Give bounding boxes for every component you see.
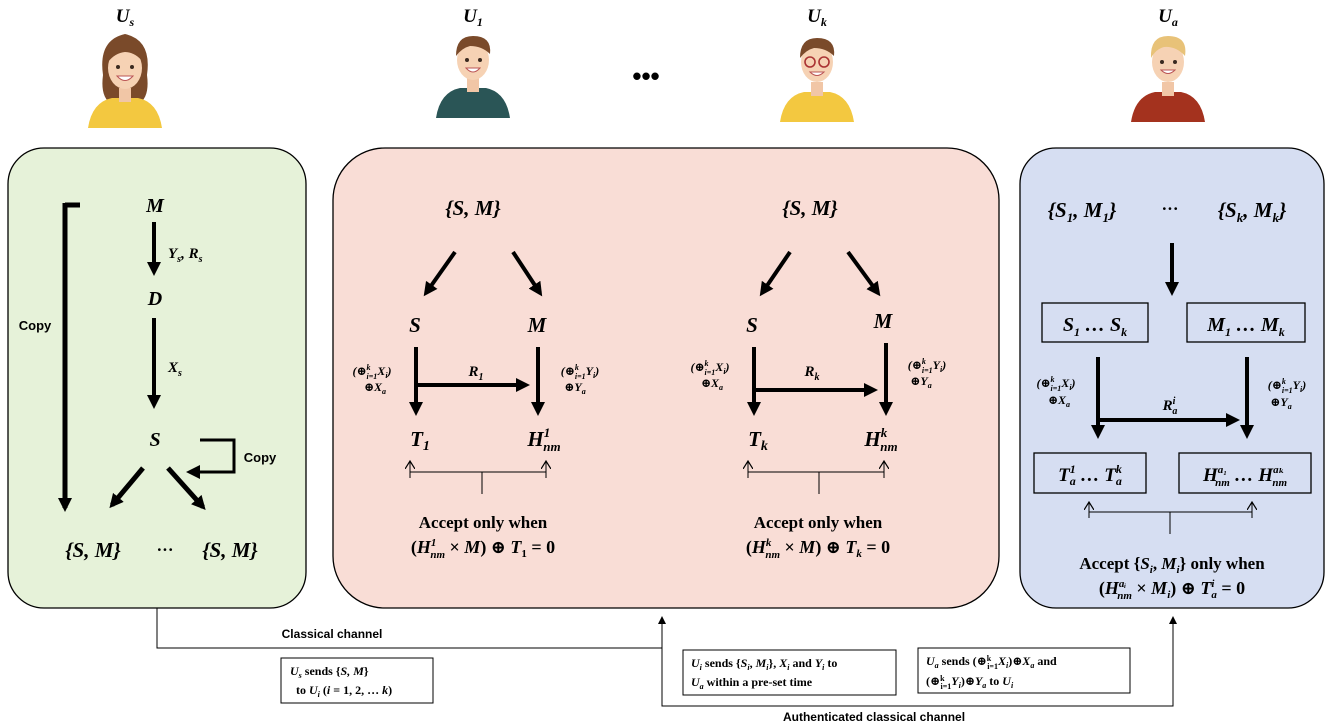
mid-accept-1: Accept only when [419,513,548,532]
right-ellipsis: ··· [1161,199,1178,218]
avatar-us [88,34,162,128]
svg-text:Ua within a pre-set time: Ua within a pre-set time [691,675,813,691]
svg-text:⊕Xa: ⊕Xa [1048,393,1070,409]
svg-text:(⊕ki=1Yi): (⊕ki=1Yi) [561,363,599,381]
copy-label-left: Copy [19,318,52,333]
mid-accept-k: Accept only when [754,513,883,532]
left-m: M [145,195,165,217]
user-label-u1: U1 [463,6,483,29]
mid-m1: M [527,313,548,337]
svg-text:Ys, Rs: Ys, Rs [168,246,203,265]
mid-set-right: {S, M} [782,196,838,220]
right-box-s [1041,302,1149,343]
copy-label-right: Copy [244,450,277,465]
mid-sk: S [746,313,758,337]
mid-rk: Rk [803,364,819,383]
left-set1: {S, M} [65,538,121,562]
mid-t1: T1 [410,427,430,454]
svg-text:⊕Ya: ⊕Ya [910,374,931,390]
panel-ui [332,147,1000,609]
avatar-ua [1131,36,1205,122]
left-s: S [149,429,160,451]
svg-text:Ua sends (⊕ki=1Xi)⊕Xa and: Ua sends (⊕ki=1Xi)⊕Xa and [926,654,1057,671]
left-panel-content: Copy M Ys, Rs D Xs S Copy {S, M} ··· {S,… [19,195,277,562]
svg-text:Us sends {S, M}: Us sends {S, M} [290,664,369,680]
right-accept: Accept {Si, Mi} only when [1079,554,1265,576]
left-ellipsis: ··· [156,540,173,559]
svg-text:M1 … Mk: M1 … Mk [1206,314,1285,339]
authenticated-channel: Authenticated classical channel [661,616,1177,724]
authenticated-channel-label: Authenticated classical channel [783,710,965,724]
svg-text:⊕Xa: ⊕Xa [701,376,723,392]
mid-mk: M [873,309,894,333]
note-ui-sends: Ui sends {Si, Mi}, Xi and Yi to Ua withi… [682,649,897,696]
avatar-u1 [436,36,510,118]
svg-text:to Ui (i = 1, 2, … k): to Ui (i = 1, 2, … k) [296,683,392,699]
left-rs: R [188,246,199,262]
svg-text:(⊕ki=1Xi): (⊕ki=1Xi) [690,359,729,377]
left-set2: {S, M} [202,538,258,562]
right-box-h [1178,452,1312,494]
user-label-us: Us [116,6,135,29]
left-d: D [147,288,162,310]
svg-text:⊕Xa: ⊕Xa [364,380,386,396]
svg-text:S1 … Sk: S1 … Sk [1063,314,1127,339]
svg-text:(⊕ki=1Yi): (⊕ki=1Yi) [1268,377,1306,395]
svg-text:⊕Ya: ⊕Ya [1270,395,1291,411]
svg-text:(⊕ki=1Yi): (⊕ki=1Yi) [908,357,946,375]
panel-us [7,147,307,609]
right-box-m [1186,302,1306,343]
right-box-t [1033,452,1147,494]
user-label-uk: Uk [807,6,827,29]
right-panel-content: {S1, M1} ··· {Sk, Mk} S1 … Sk M1 … Mk Ri… [1033,198,1312,602]
user-label-ua: Ua [1158,6,1178,29]
svg-text:T1a … Tka: T1a … Tka [1058,462,1122,488]
svg-text:Ui sends {Si, Mi}, Xi and Yi t: Ui sends {Si, Mi}, Xi and Yi to [691,656,837,672]
classical-channel-label: Classical channel [282,627,383,641]
svg-text:(⊕ki=1Xi): (⊕ki=1Xi) [352,363,391,381]
mid-s1: S [409,313,421,337]
mid-set-left: {S, M} [445,196,501,220]
user-ellipsis: ••• [632,61,659,91]
avatar-uk [780,38,854,122]
classical-channel: Classical channel [156,608,666,649]
note-us-sends: Us sends {S, M} to Ui (i = 1, 2, … k) [280,657,434,704]
mid-tk: Tk [748,427,768,454]
right-setk: {Sk, Mk} [1218,198,1287,225]
svg-text:⊕Ya: ⊕Ya [564,380,585,396]
svg-text:(⊕ki=1Xi): (⊕ki=1Xi) [1036,375,1075,393]
mid-r1: R1 [467,364,483,383]
